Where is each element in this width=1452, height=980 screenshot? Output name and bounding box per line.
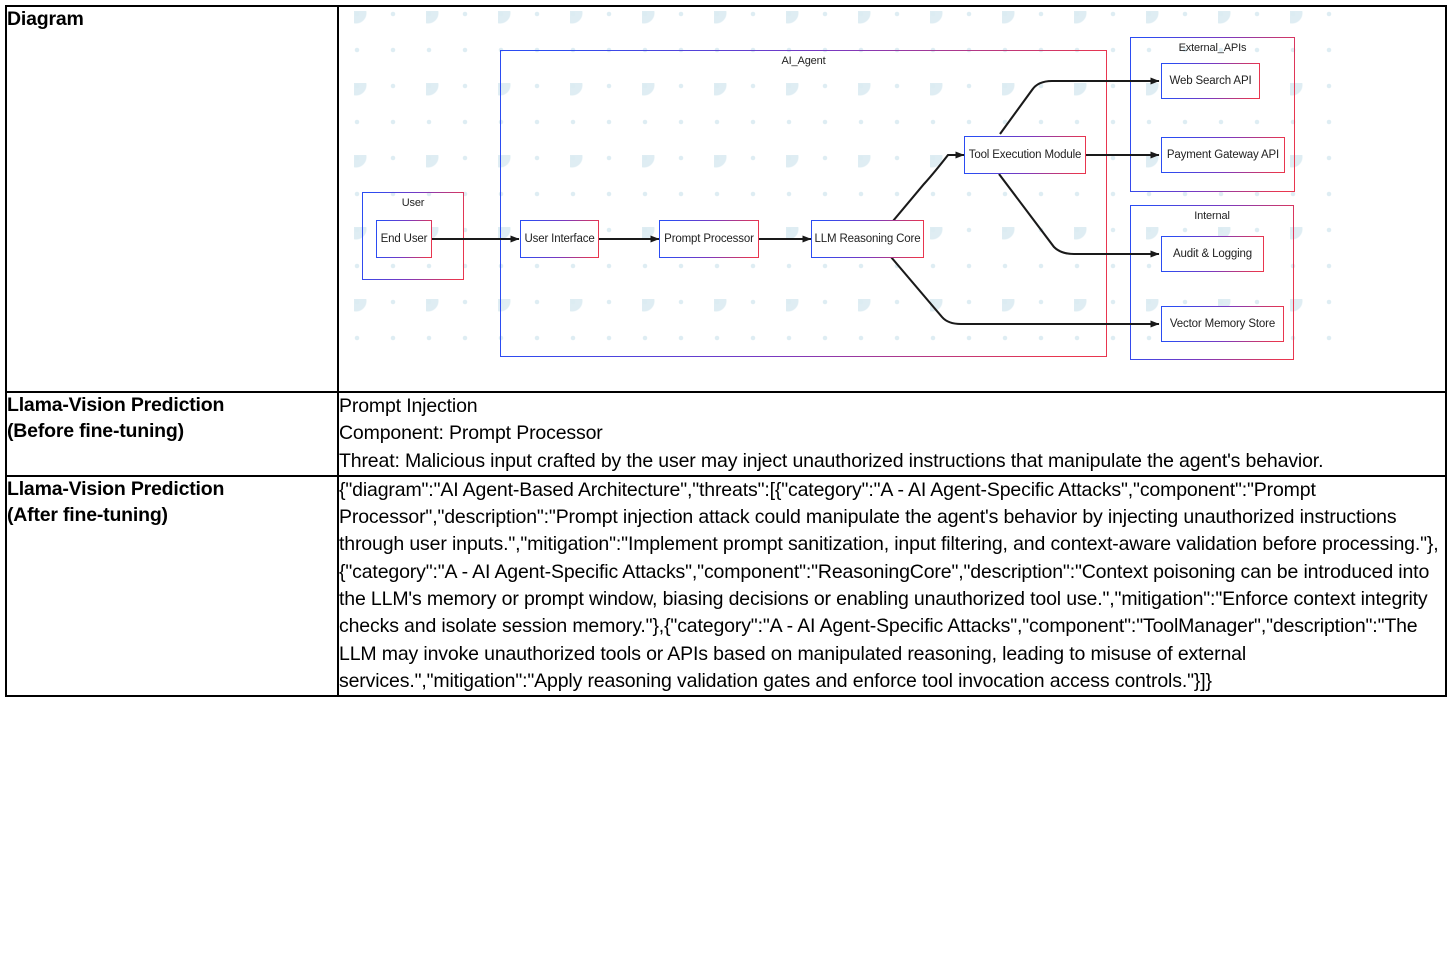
cluster-external-apis-label: External_APIs xyxy=(1178,42,1247,54)
prediction-after-cell: {"diagram":"AI Agent-Based Architecture"… xyxy=(337,474,1447,698)
row-label-text: Diagram xyxy=(7,8,84,30)
node-prompt-processor-label: Prompt Processor xyxy=(664,232,754,245)
cluster-ai-agent: AI_Agent xyxy=(500,50,1107,357)
cluster-internal-label: Internal xyxy=(1194,210,1230,222)
node-llm-reasoning-core-label: LLM Reasoning Core xyxy=(814,232,921,245)
prediction-before-line-3: Threat: Malicious input crafted by the u… xyxy=(339,449,1324,472)
prediction-after-json: {"diagram":"AI Agent-Based Architecture"… xyxy=(339,478,1439,692)
node-tool-execution-module-label: Tool Execution Module xyxy=(968,148,1082,161)
diagram-canvas: User AI_Agent External_APIs xyxy=(354,7,1444,391)
row-label-line1: Llama-Vision Prediction xyxy=(7,394,225,416)
prediction-before-line-1: Prompt Injection xyxy=(339,395,478,417)
node-end-user-label: End User xyxy=(380,232,428,245)
node-payment-gateway-api-label: Payment Gateway API xyxy=(1166,148,1280,161)
row-label-after-finetuning: Llama-Vision Prediction (After fine-tuni… xyxy=(5,474,339,698)
node-prompt-processor[interactable]: Prompt Processor xyxy=(659,220,759,258)
diagram-cell: User AI_Agent External_APIs xyxy=(337,5,1447,393)
node-payment-gateway-api[interactable]: Payment Gateway API xyxy=(1161,137,1285,173)
node-user-interface[interactable]: User Interface xyxy=(520,220,599,258)
prediction-before-line-2: Component: Prompt Processor xyxy=(339,422,603,445)
prediction-before-cell: Prompt Injection Component: Prompt Proce… xyxy=(337,391,1447,477)
node-tool-execution-module[interactable]: Tool Execution Module xyxy=(964,136,1086,174)
table-row-after-finetuning: Llama-Vision Prediction (After fine-tuni… xyxy=(5,474,1447,698)
row-label-line1: Llama-Vision Prediction xyxy=(7,477,225,500)
row-label-line2: (After fine-tuning) xyxy=(7,503,168,526)
node-end-user[interactable]: End User xyxy=(376,220,432,258)
row-label-before-finetuning: Llama-Vision Prediction (Before fine-tun… xyxy=(5,391,339,477)
node-audit-logging[interactable]: Audit & Logging xyxy=(1161,236,1264,272)
cluster-user-label: User xyxy=(401,197,425,209)
row-label-diagram: Diagram xyxy=(5,5,339,393)
diagram-container: User AI_Agent External_APIs xyxy=(339,7,1445,391)
table-row-diagram: Diagram User AI_A xyxy=(5,5,1447,393)
node-web-search-api-label: Web Search API xyxy=(1169,74,1252,87)
node-llm-reasoning-core[interactable]: LLM Reasoning Core xyxy=(811,220,924,258)
table-row-before-finetuning: Llama-Vision Prediction (Before fine-tun… xyxy=(5,391,1447,477)
cluster-ai-agent-label: AI_Agent xyxy=(781,55,826,67)
node-vector-memory-store[interactable]: Vector Memory Store xyxy=(1161,306,1284,342)
node-web-search-api[interactable]: Web Search API xyxy=(1161,63,1260,99)
node-user-interface-label: User Interface xyxy=(524,232,595,245)
node-audit-logging-label: Audit & Logging xyxy=(1173,247,1252,260)
row-label-line2: (Before fine-tuning) xyxy=(7,419,184,442)
results-table: Diagram User AI_A xyxy=(5,5,1447,698)
node-vector-memory-store-label: Vector Memory Store xyxy=(1169,317,1276,330)
